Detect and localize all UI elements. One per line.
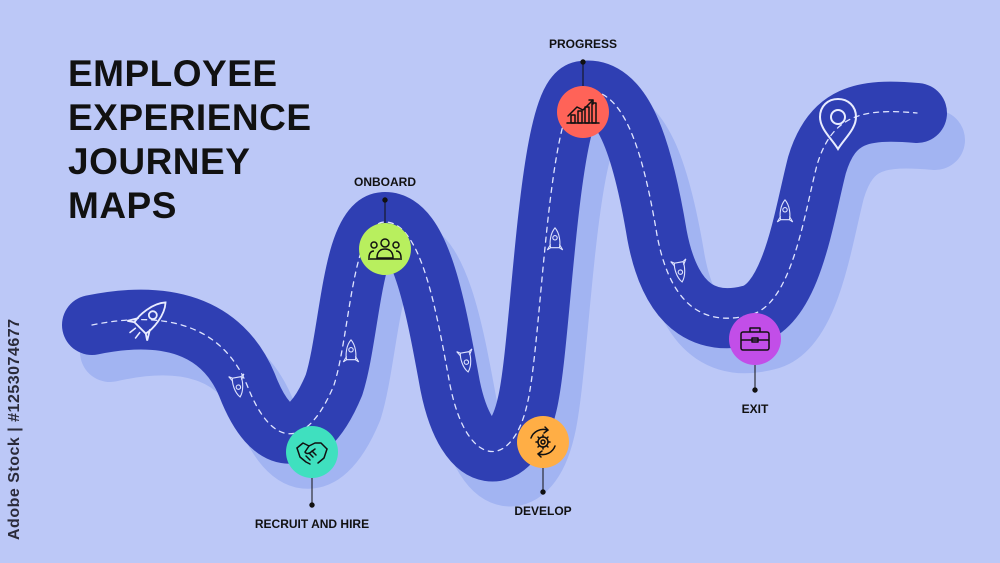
title-line-1: EMPLOYEE bbox=[68, 53, 278, 94]
stage-label-onboard: ONBOARD bbox=[354, 175, 416, 189]
road-center-dashes bbox=[91, 90, 918, 453]
growth-chart-icon bbox=[566, 99, 600, 124]
rocket-icon bbox=[776, 199, 794, 223]
rocket-icon bbox=[456, 348, 473, 373]
road bbox=[62, 60, 947, 482]
stage-label-exit: EXIT bbox=[741, 402, 769, 416]
stage-progress bbox=[557, 86, 609, 138]
rocket-icon bbox=[228, 373, 245, 398]
connector-dot bbox=[540, 489, 546, 495]
stage-develop bbox=[517, 416, 569, 468]
title-line-4: MAPS bbox=[68, 185, 177, 226]
team-icon bbox=[368, 238, 402, 260]
stage-label-develop: DEVELOP bbox=[514, 504, 572, 518]
rocket-icon bbox=[127, 301, 167, 341]
stage-exit bbox=[729, 313, 781, 365]
briefcase-icon bbox=[740, 327, 770, 351]
connector-dot bbox=[580, 59, 586, 65]
connector-dot bbox=[309, 502, 315, 508]
connector-dot bbox=[382, 197, 388, 203]
stage-label-recruit-and-hire: RECRUIT AND HIRE bbox=[254, 517, 370, 531]
title-line-2: EXPERIENCE bbox=[68, 97, 312, 138]
rocket-icon bbox=[670, 258, 687, 283]
rocket-icon bbox=[342, 339, 360, 363]
stage-onboard bbox=[359, 223, 411, 275]
title-line-3: JOURNEY bbox=[68, 141, 251, 182]
gear-cycle-icon bbox=[530, 426, 556, 458]
stock-watermark-text: Adobe Stock | #1253074677 bbox=[6, 318, 23, 540]
stage-recruit-and-hire bbox=[286, 426, 338, 478]
handshake-icon bbox=[296, 442, 328, 465]
connector-dot bbox=[752, 387, 758, 393]
stage-label-progress: PROGRESS bbox=[548, 37, 618, 51]
location-pin-icon bbox=[818, 97, 858, 151]
rocket-icon bbox=[546, 227, 564, 251]
